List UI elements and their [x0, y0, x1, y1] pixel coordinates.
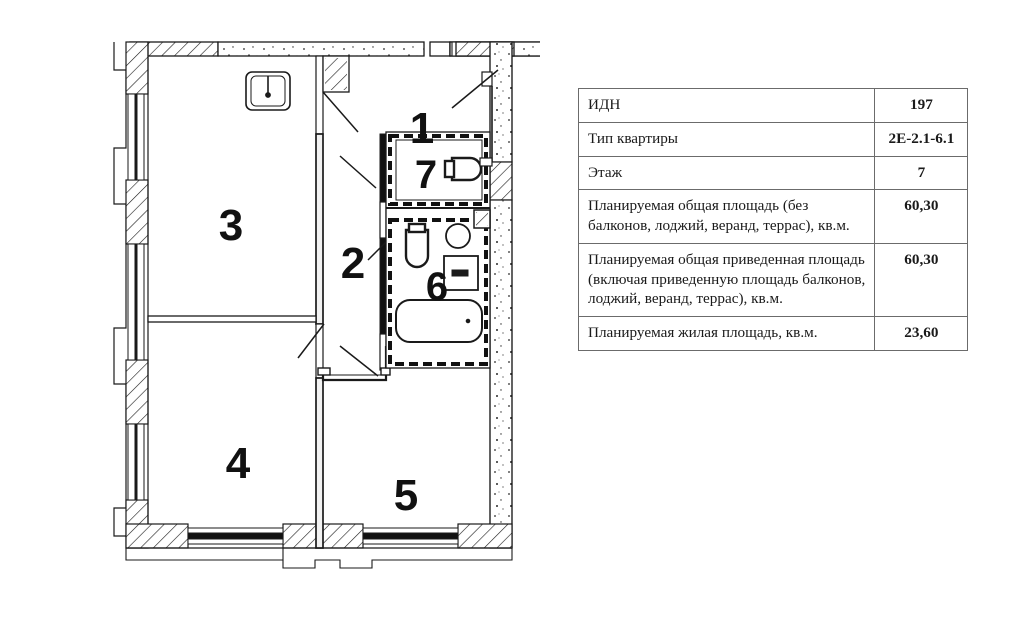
spec-value: 2Е-2.1-6.1: [873, 121, 969, 157]
spec-label: Планируемая общая приведенная площадь (в…: [578, 242, 875, 318]
spec-label: Этаж: [578, 155, 875, 191]
floor-plan-drawing: 1 2 3 4 5 6 7: [113, 41, 540, 569]
window-left: [127, 93, 145, 501]
leader-line: [339, 69, 499, 261]
toilet-icon: [443, 156, 483, 182]
room-7-wc: [388, 134, 488, 206]
room-6-bathroom: [388, 218, 488, 366]
table-row: Тип квартиры 2Е-2.1-6.1: [578, 121, 969, 157]
floor-plan: 1 2 3 4 5 6 7: [100, 28, 540, 593]
spec-label: Тип квартиры: [578, 121, 875, 157]
spec-label: Планируемая общая площадь (без балконов,…: [578, 189, 875, 244]
spec-label: Планируемая жилая площадь, кв.м.: [578, 316, 875, 351]
washbasin-icon: [445, 223, 471, 249]
spec-value: 23,60: [873, 316, 969, 351]
room-label-5: 5: [394, 471, 418, 520]
table-row: Этаж 7: [578, 155, 969, 191]
toilet-icon: [404, 222, 430, 269]
exterior-wall-top: [129, 41, 540, 57]
spec-value: 60,30: [873, 242, 969, 318]
exterior-wall-right: [489, 41, 513, 549]
wet-block: [385, 131, 491, 369]
room-label-7: 7: [415, 153, 437, 197]
room-label-3: 3: [219, 201, 243, 250]
exterior-wall-left: [113, 41, 149, 549]
table-row: Планируемая жилая площадь, кв.м. 23,60: [578, 316, 969, 351]
door-swing: [297, 91, 379, 377]
partition-room3-room4: [147, 315, 317, 323]
spec-value: 7: [873, 155, 969, 191]
partition-room5-north: [317, 346, 391, 382]
table-row: Планируемая общая приведенная площадь (в…: [578, 242, 969, 318]
table-row: ИДН 197: [578, 88, 969, 123]
riser-shaft: [473, 209, 491, 229]
partition-corridor-west: [315, 55, 324, 549]
room-label-1: 1: [410, 104, 434, 153]
spec-label: ИДН: [578, 88, 875, 123]
spec-value: 60,30: [873, 189, 969, 244]
room-label-6: 6: [426, 265, 448, 309]
washing-machine-icon: [443, 255, 479, 291]
room-label-2: 2: [341, 239, 365, 288]
window-bottom: [187, 527, 459, 545]
table-row: Планируемая общая площадь (без балконов,…: [578, 189, 969, 244]
apartment-spec-table: ИДН 197 Тип квартиры 2Е-2.1-6.1 Этаж 7 П…: [578, 88, 969, 351]
partition-corridor-east: [379, 133, 387, 371]
spec-value: 197: [873, 88, 969, 123]
kitchen-sink-icon: [245, 71, 291, 111]
niche-top: [322, 55, 350, 93]
room-label-4: 4: [226, 439, 251, 488]
bathtub-icon: [395, 299, 483, 343]
